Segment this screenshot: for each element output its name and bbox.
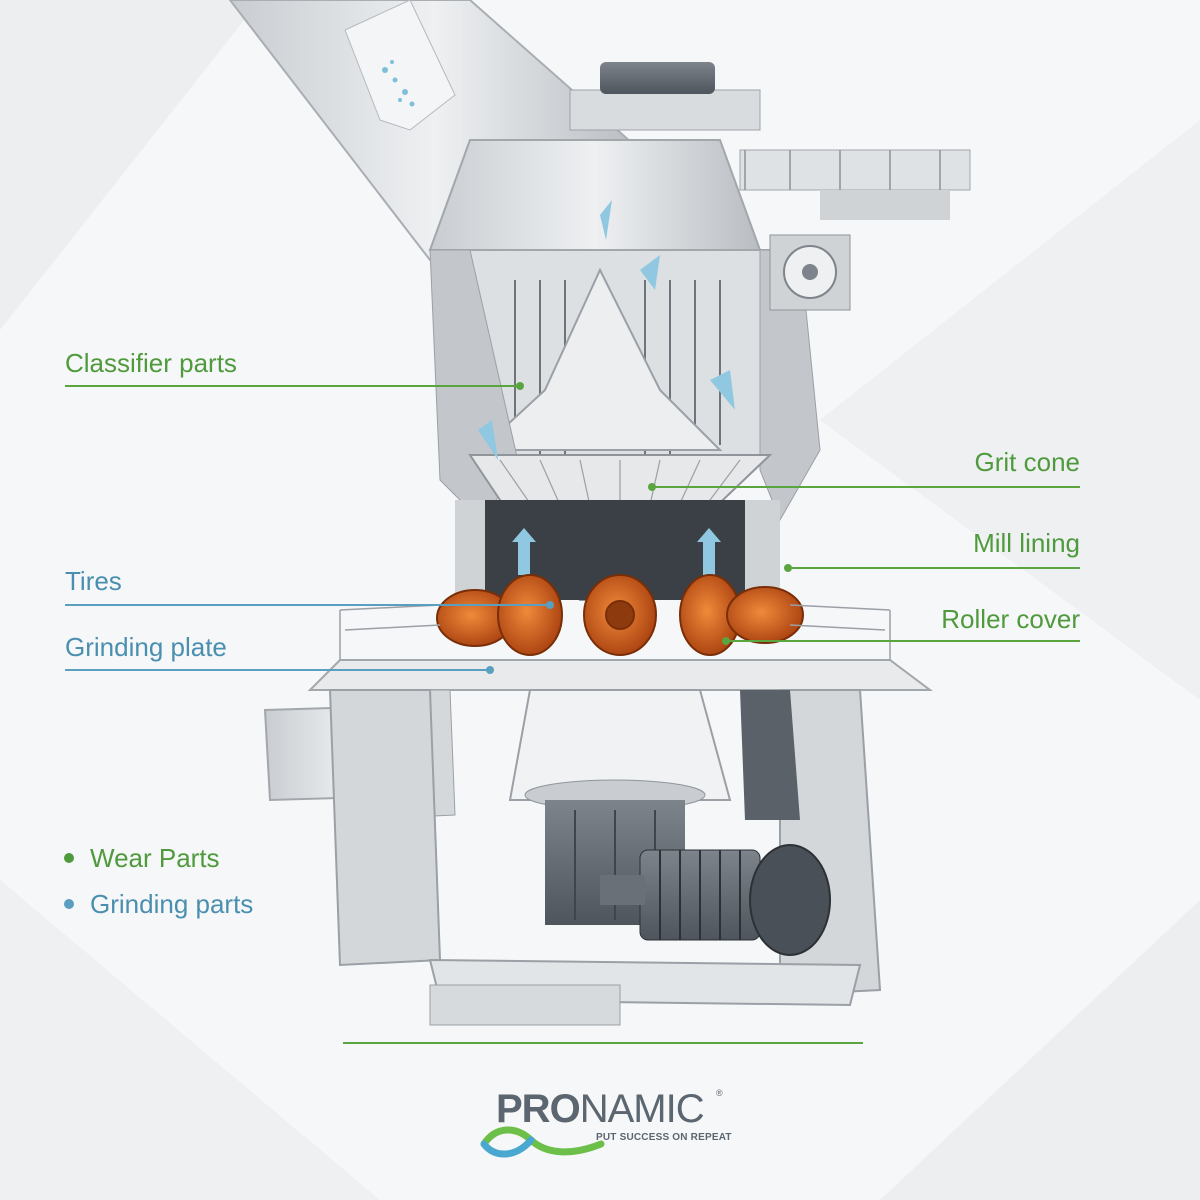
callout-line-grinding-plate xyxy=(65,669,490,671)
legend-dot-wear xyxy=(64,853,74,863)
callout-dot-classifier xyxy=(516,382,524,390)
callout-line-classifier xyxy=(65,385,520,387)
logo-tagline: PUT SUCCESS ON REPEAT xyxy=(596,1132,732,1143)
logo-wordmark: PRONAMIC xyxy=(496,1086,705,1132)
label-grinding-plate: Grinding plate xyxy=(65,632,227,662)
label-tires: Tires xyxy=(65,566,122,596)
callout-line-mill-lining xyxy=(788,567,1080,569)
pronamic-logo: PRONAMIC ® PUT SUCCESS ON REPEAT xyxy=(476,1086,746,1176)
callout-line-grit-cone xyxy=(652,486,1080,488)
legend-dot-grinding xyxy=(64,899,74,909)
legend-wear-parts: Wear Parts xyxy=(64,843,220,873)
label-mill-lining: Mill lining xyxy=(973,528,1080,558)
legend-label-grinding: Grinding parts xyxy=(90,889,254,919)
label-grit-cone: Grit cone xyxy=(974,447,1081,477)
legend-grinding-parts: Grinding parts xyxy=(64,889,253,919)
legend-label-wear: Wear Parts xyxy=(90,843,220,873)
callout-line-roller-cover xyxy=(726,640,1080,642)
callout-line-tires xyxy=(65,604,550,606)
callout-dot-roller-cover xyxy=(722,637,730,645)
callout-dot-grinding-plate xyxy=(486,666,494,674)
callout-dot-tires xyxy=(546,601,554,609)
logo-registered-mark: ® xyxy=(716,1088,723,1098)
label-roller-cover: Roller cover xyxy=(941,604,1080,634)
logo-swoosh-icon xyxy=(480,1126,605,1158)
callout-dot-grit-cone xyxy=(648,483,656,491)
callout-dot-mill-lining xyxy=(784,564,792,572)
footer-divider xyxy=(343,1042,863,1044)
logo-namic: NAMIC xyxy=(579,1087,705,1131)
label-classifier-parts: Classifier parts xyxy=(65,348,237,378)
logo-pro: PRO xyxy=(496,1087,581,1131)
